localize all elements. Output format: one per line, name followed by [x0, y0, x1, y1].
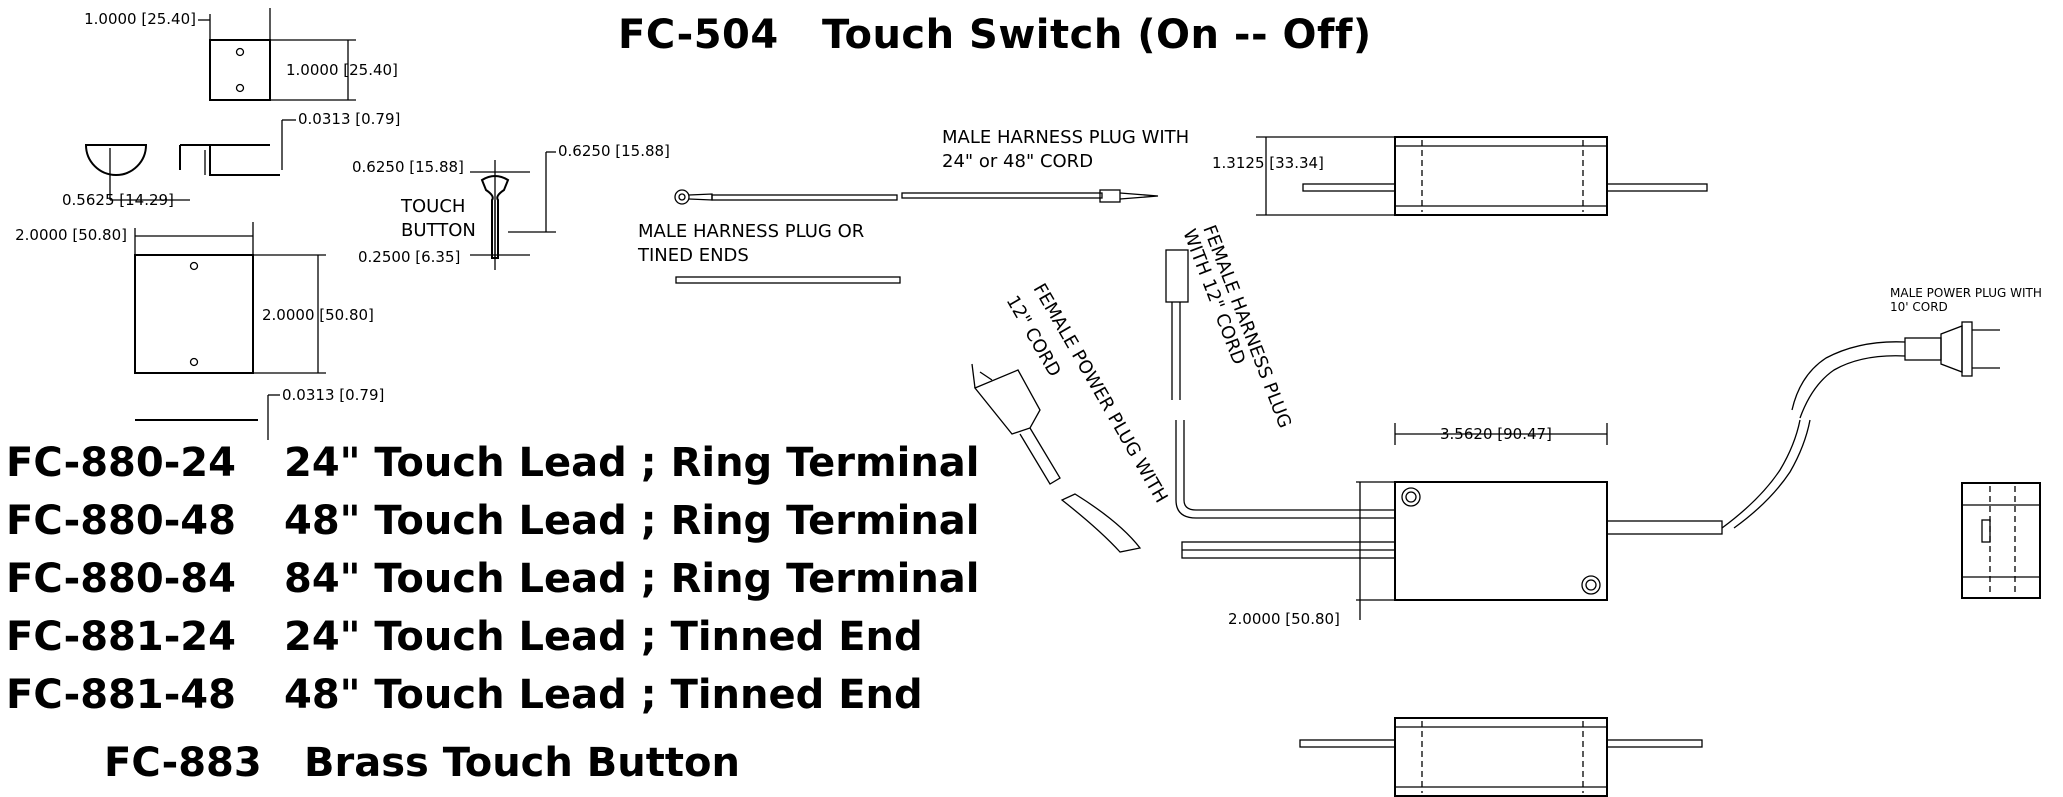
male-harness-cord-label-2: 24" or 48" CORD [942, 151, 1093, 172]
female-power-label-1: FEMALE POWER PLUG WITH [1029, 280, 1172, 507]
touch-button-view: 0.6250 [15.88] 0.6250 [15.88] TOUCH BUTT… [352, 142, 670, 270]
mounting-hole [189, 261, 199, 271]
mounting-hole [235, 47, 245, 57]
dim-plate-large-height: 2.0000 [50.80] [262, 306, 374, 324]
touch-button-label-1: TOUCH [400, 196, 465, 217]
part-row-fc-880-48: FC-880-48 48" Touch Lead ; Ring Terminal [6, 498, 980, 544]
part-description: 24" Touch Lead ; Ring Terminal [284, 440, 980, 486]
mounting-hole [189, 357, 199, 367]
switch-body-top [1394, 136, 1608, 216]
mounting-hole [235, 83, 245, 93]
large-plate-view: 2.0000 [50.80] 2.0000 [50.80] 0.0313 [0.… [15, 222, 384, 440]
title-code: FC-504 [618, 12, 779, 58]
dim-switch-width: 3.5620 [90.47] [1440, 425, 1552, 443]
male-harness-tinned-label-2: TINED ENDS [637, 245, 749, 266]
dim-button-radius: 0.5625 [14.29] [62, 191, 174, 209]
touch-button-shape [480, 175, 510, 259]
dim-plate-large-width: 2.0000 [50.80] [15, 226, 127, 244]
switch-bottom-view [1299, 717, 1703, 797]
dim-thickness-bottom: 0.0313 [0.79] [282, 386, 384, 404]
mounting-screw [1401, 487, 1421, 507]
part-row-fc-881-24: FC-881-24 24" Touch Lead ; Tinned End [6, 614, 923, 660]
part-description: 48" Touch Lead ; Ring Terminal [284, 498, 980, 544]
female-harness-plug [1165, 249, 1189, 303]
title-name: Touch Switch (On -- Off) [821, 12, 1372, 58]
button-profile-view: 0.5625 [14.29] 0.0313 [0.79] [62, 110, 400, 209]
female-harness-label-1: FEMALE HARNESS PLUG [1198, 222, 1295, 431]
male-harness-tinned-label-1: MALE HARNESS PLUG OR [638, 221, 864, 242]
harness-cord [1175, 420, 1395, 519]
part-code: FC-880-24 [6, 440, 236, 486]
dim-plate-top-height: 1.0000 [25.40] [286, 61, 398, 79]
power-cord [1606, 520, 1723, 535]
male-harness-cord-label-1: MALE HARNESS PLUG WITH [942, 127, 1189, 148]
part-description: 48" Touch Lead ; Tinned End [284, 672, 923, 718]
mounting-screw [1581, 575, 1601, 595]
part-description: 84" Touch Lead ; Ring Terminal [284, 556, 980, 602]
plate-edge-profile [179, 144, 280, 176]
male-power-label-1: MALE POWER PLUG WITH [1890, 286, 2042, 300]
part-code: FC-880-48 [6, 498, 236, 544]
drawing-title: FC-504 Touch Switch (On -- Off) [618, 12, 1372, 58]
female-power-plug [973, 369, 1041, 435]
male-harness-plug [1099, 189, 1121, 203]
part-row-fc-880-84: FC-880-84 84" Touch Lead ; Ring Terminal [6, 556, 980, 602]
part-row-fc-881-48: FC-881-48 48" Touch Lead ; Tinned End [6, 672, 923, 718]
button-dome [84, 144, 148, 176]
part-description: Brass Touch Button [304, 740, 740, 786]
dim-button-height-right: 0.6250 [15.88] [558, 142, 670, 160]
switch-top-view: 1.3125 [33.34] [1212, 136, 1708, 216]
dim-switch-height: 2.0000 [50.80] [1228, 610, 1340, 628]
small-plate-view: 1.0000 [25.40] 1.0000 [25.40] [84, 8, 398, 101]
ring-terminal [674, 189, 690, 205]
female-power-plug-view: FEMALE POWER PLUG WITH 12" CORD [971, 280, 1172, 553]
part-code: FC-880-84 [6, 556, 236, 602]
dim-plate-top-width: 1.0000 [25.40] [84, 10, 196, 28]
large-plate [134, 254, 254, 374]
part-code: FC-883 [104, 740, 262, 786]
female-harness-plug-view: FEMALE HARNESS PLUG WITH 12" CORD [1165, 222, 1295, 431]
part-row-fc-883: FC-883 Brass Touch Button [104, 740, 740, 786]
touch-lead-ring-terminal: MALE HARNESS PLUG WITH 24" or 48" CORD [674, 127, 1189, 205]
dim-button-base: 0.2500 [6.35] [358, 248, 460, 266]
switch-body-bottom [1394, 717, 1608, 797]
switch-side-view [1961, 482, 2041, 599]
male-power-plug [1940, 325, 1963, 373]
part-code: FC-881-24 [6, 614, 236, 660]
male-power-plug-view: MALE POWER PLUG WITH 10' CORD [1890, 286, 2042, 377]
part-description: 24" Touch Lead ; Tinned End [284, 614, 923, 660]
dim-switch-depth: 1.3125 [33.34] [1212, 154, 1324, 172]
part-row-fc-880-24: FC-880-24 24" Touch Lead ; Ring Terminal [6, 440, 980, 486]
touch-button-label-2: BUTTON [401, 220, 476, 241]
dim-button-height-left: 0.6250 [15.88] [352, 158, 464, 176]
dim-thickness-top: 0.0313 [0.79] [298, 110, 400, 128]
male-power-label-2: 10' CORD [1890, 300, 1948, 314]
switch-body [1394, 481, 1608, 601]
switch-side-body [1961, 482, 2041, 599]
touch-lead-tinned: MALE HARNESS PLUG OR TINED ENDS [637, 221, 901, 284]
part-code: FC-881-48 [6, 672, 236, 718]
switch-front-view: 3.5620 [90.47] 2.0000 [50.80] [1175, 341, 1906, 628]
small-plate [209, 39, 271, 101]
